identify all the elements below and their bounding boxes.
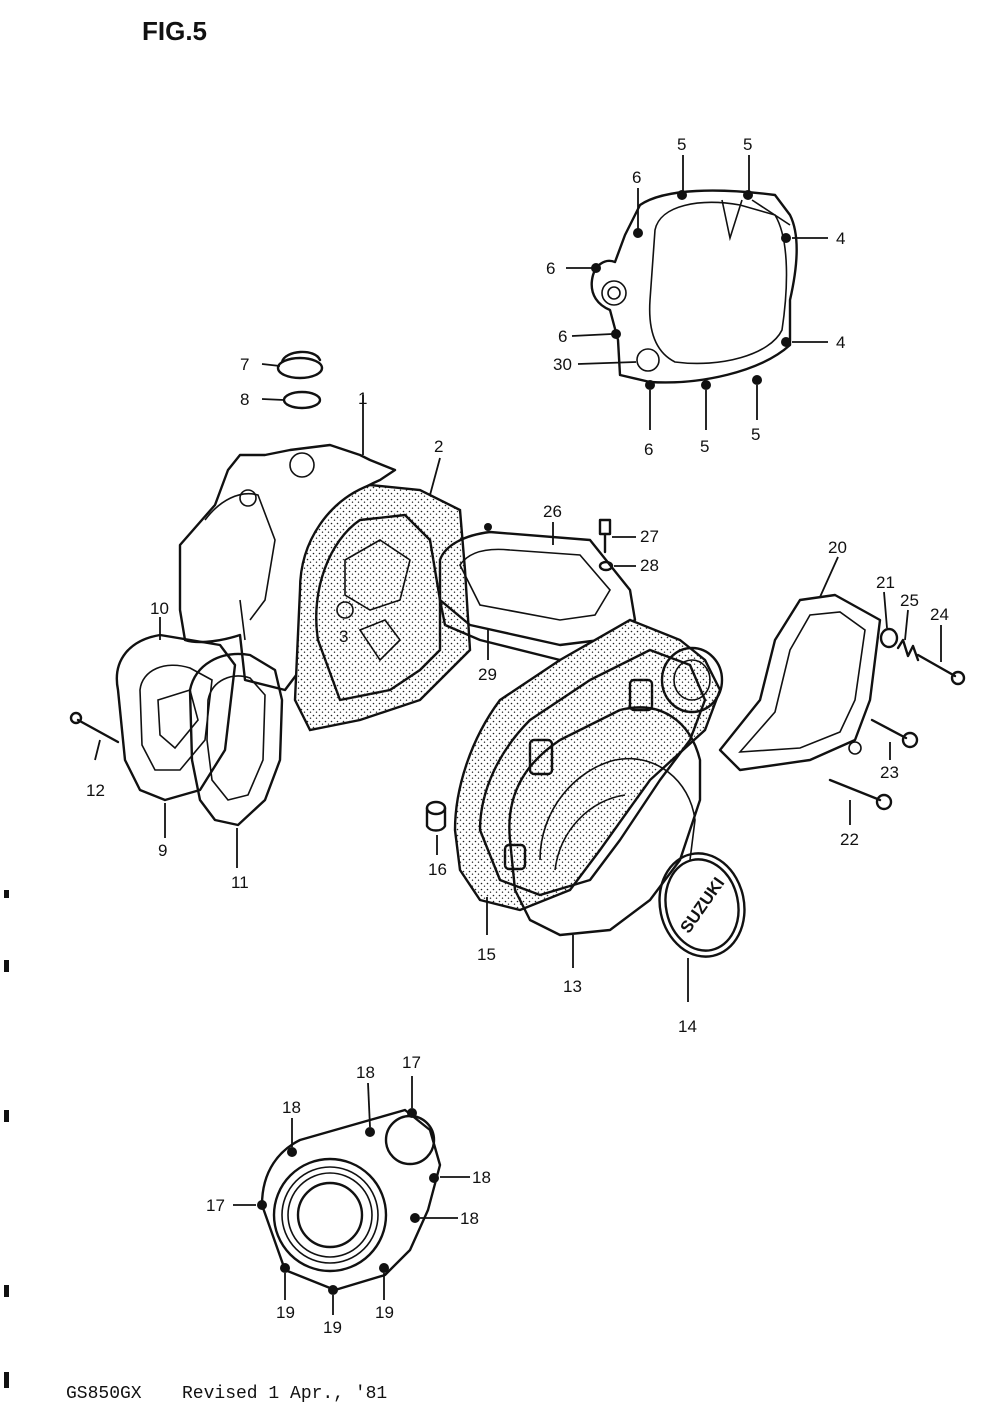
callout-6c: 6 xyxy=(558,327,567,346)
callout-17b: 17 xyxy=(206,1196,225,1215)
callout-18a: 18 xyxy=(356,1063,375,1082)
callout-18c: 18 xyxy=(472,1168,491,1187)
callout-18b: 18 xyxy=(282,1098,301,1117)
callout-22: 22 xyxy=(840,830,859,849)
callout-19c: 19 xyxy=(375,1303,394,1322)
housing-gasket xyxy=(188,652,284,868)
callout-24: 24 xyxy=(930,605,949,624)
dowel-16 xyxy=(425,800,447,855)
callout-18d: 18 xyxy=(460,1209,479,1228)
bolt-27 xyxy=(598,518,636,572)
callout-13: 13 xyxy=(563,977,582,996)
bolt-22 xyxy=(828,778,893,825)
callout-16: 16 xyxy=(428,860,447,879)
callout-6a: 6 xyxy=(632,168,641,187)
suzuki-cap: SUZUKI xyxy=(658,852,746,1002)
callout-2: 2 xyxy=(434,437,443,456)
callout-5a: 5 xyxy=(677,135,686,154)
callout-19a: 19 xyxy=(276,1303,295,1322)
callout-labels: 1 2 3 4 4 5 5 5 5 6 6 6 6 7 8 9 10 11 12… xyxy=(86,135,949,1337)
callout-6b: 6 xyxy=(546,259,555,278)
callout-27: 27 xyxy=(640,527,659,546)
cover-gasket xyxy=(293,457,492,732)
callout-15: 15 xyxy=(477,945,496,964)
callout-1: 1 xyxy=(358,389,367,408)
callout-6d: 6 xyxy=(644,440,653,459)
bolt-12 xyxy=(69,711,120,761)
clutch-cover xyxy=(453,618,724,968)
callout-14: 14 xyxy=(678,1017,697,1036)
spring-25 xyxy=(896,609,920,662)
bolt-24 xyxy=(916,625,966,686)
callout-4b: 4 xyxy=(836,333,845,352)
callout-11: 11 xyxy=(231,873,249,892)
clutch-release-cover xyxy=(718,556,882,772)
bearing-housing xyxy=(115,617,237,838)
figure-title: FIG.5 xyxy=(142,16,207,46)
callout-5d: 5 xyxy=(751,425,760,444)
callout-21: 21 xyxy=(876,573,895,592)
callout-26: 26 xyxy=(543,502,562,521)
callout-5b: 5 xyxy=(743,135,752,154)
callout-9: 9 xyxy=(158,841,167,860)
bolt-23 xyxy=(870,718,919,760)
callout-8: 8 xyxy=(240,390,249,409)
callout-28: 28 xyxy=(640,556,659,575)
callout-20: 20 xyxy=(828,538,847,557)
suzuki-logo: SUZUKI xyxy=(676,874,728,937)
callout-25: 25 xyxy=(900,591,919,610)
callout-4a: 4 xyxy=(836,229,845,248)
callout-17a: 17 xyxy=(402,1053,421,1072)
callout-23: 23 xyxy=(880,763,899,782)
callout-3: 3 xyxy=(339,627,348,646)
callout-5c: 5 xyxy=(700,437,709,456)
scan-marks xyxy=(4,890,9,1388)
callout-19b: 19 xyxy=(323,1318,342,1337)
callout-12: 12 xyxy=(86,781,105,800)
callout-30: 30 xyxy=(553,355,572,374)
callout-7: 7 xyxy=(240,355,249,374)
callout-29: 29 xyxy=(478,665,497,684)
starter-cover xyxy=(233,1076,470,1315)
bolt-21 xyxy=(879,591,899,649)
footer-model: GS850GX xyxy=(66,1384,142,1404)
footer-revision: Revised 1 Apr., '81 xyxy=(182,1384,387,1404)
generator-cover xyxy=(566,155,828,430)
callout-10: 10 xyxy=(150,599,169,618)
oil-filler-cap xyxy=(261,350,324,410)
